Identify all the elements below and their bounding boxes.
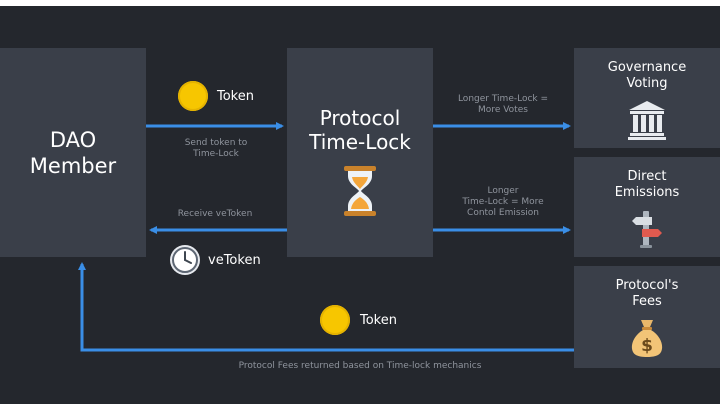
dao-member-box: DAO Member: [0, 48, 146, 257]
protocol-timelock-line-1: Protocol: [319, 106, 401, 130]
protocol-fees-box: Protocol's Fees $: [574, 266, 720, 368]
protocol-fees-title: Protocol's Fees: [616, 278, 679, 310]
governance-voting-title: Governance Voting: [608, 60, 686, 92]
longer-emission-line-1: Longer: [487, 186, 519, 196]
dao-member-line-1: DAO: [49, 127, 97, 152]
bank-icon: [628, 101, 666, 140]
longer-votes-line-1: Longer Time-Lock =: [457, 94, 549, 104]
direct-emissions-box: Direct Emissions: [574, 157, 720, 257]
longer-emission-line-3: Contol Emission: [467, 208, 539, 218]
top-strip: [0, 0, 720, 6]
clock-icon: [170, 245, 200, 275]
fees-returned-label: Protocol Fees returned based on Time-loc…: [238, 361, 482, 371]
longer-votes-label: Longer Time-Lock = More Votes: [443, 94, 563, 116]
governance-voting-line-1: Governance: [607, 60, 687, 75]
longer-votes-line-2: More Votes: [478, 105, 528, 115]
direct-emissions-line-1: Direct: [627, 169, 667, 184]
dao-member-title: DAO Member: [30, 127, 116, 179]
coin-icon: [178, 81, 208, 111]
governance-voting-line-2: Voting: [626, 76, 668, 91]
coin-icon: [320, 305, 350, 335]
direct-emissions-line-2: Emissions: [614, 185, 680, 200]
money-bag-icon: $: [631, 320, 663, 357]
protocol-fees-line-1: Protocol's: [615, 278, 679, 293]
svg-text:$: $: [641, 336, 653, 356]
protocol-fees-line-2: Fees: [632, 294, 662, 309]
hourglass-icon: [344, 166, 376, 216]
longer-emission-line-2: Time-Lock = More: [462, 197, 544, 207]
token-bottom-label: Token: [360, 313, 397, 328]
protocol-timelock-box: Protocol Time-Lock: [287, 48, 433, 257]
vetoken-label: veToken: [208, 253, 261, 268]
arrow-fees-return: [78, 262, 574, 352]
send-token-line-2: Time-Lock: [193, 149, 239, 159]
protocol-timelock-line-2: Time-Lock: [309, 130, 411, 154]
send-token-label: Send token to Time-Lock: [166, 138, 266, 160]
send-token-line-1: Send token to: [184, 138, 248, 148]
dao-member-line-2: Member: [29, 153, 117, 178]
direct-emissions-title: Direct Emissions: [615, 169, 680, 201]
receive-vetoken-label: Receive veToken: [177, 209, 253, 219]
protocol-timelock-title: Protocol Time-Lock: [309, 106, 411, 154]
governance-voting-box: Governance Voting: [574, 48, 720, 148]
longer-emission-label: Longer Time-Lock = More Contol Emission: [443, 186, 563, 219]
token-top-label: Token: [217, 89, 254, 104]
signpost-icon: [632, 211, 662, 248]
